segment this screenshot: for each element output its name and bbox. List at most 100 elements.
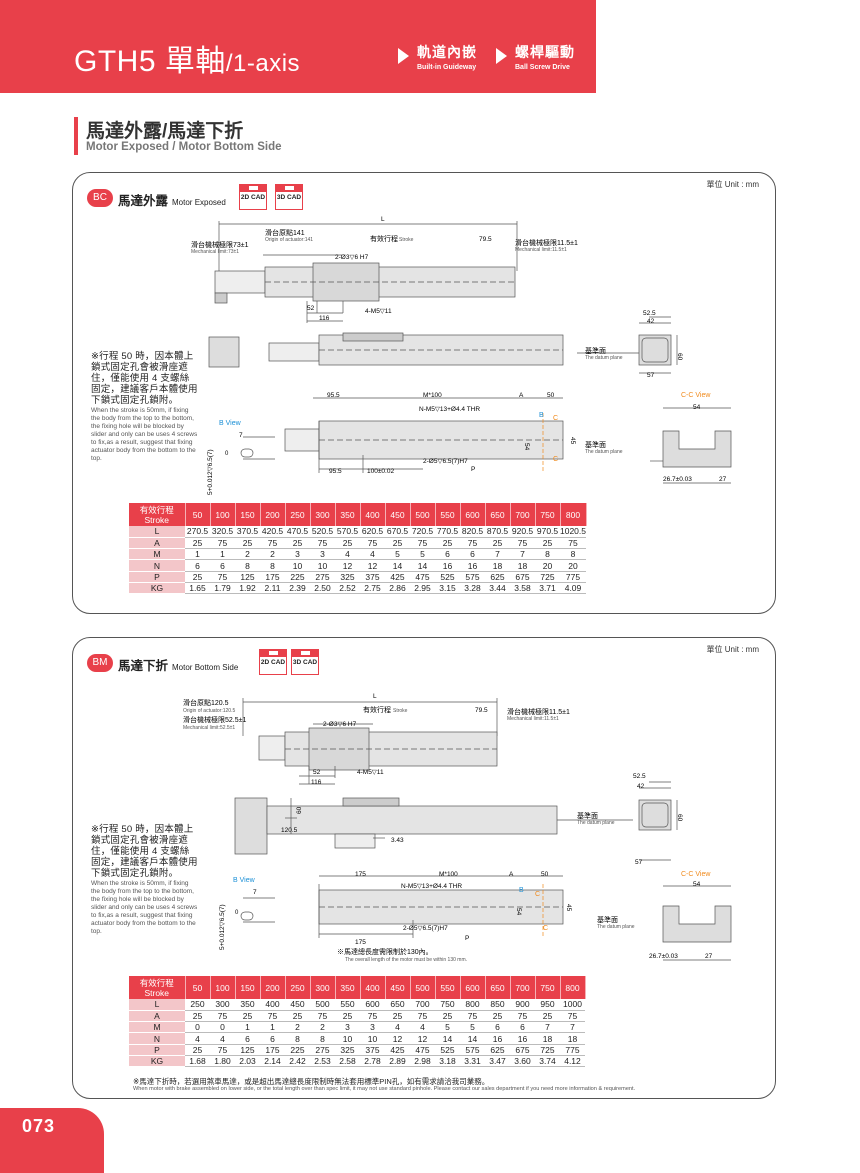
table-cell: 2 (310, 1021, 335, 1034)
dim-52: 52 (313, 769, 321, 776)
table-cell: 4.12 (560, 1055, 585, 1068)
view-C-marker-top: C (553, 415, 558, 422)
motor-length-note-en: The overall length of the motor must be … (345, 957, 467, 963)
dim-26-7: 26.7±0.03 (663, 476, 692, 483)
table-cell: 470.5 (285, 526, 310, 538)
table-cell: 3.60 (510, 1055, 535, 1068)
section-subtitle: Motor Exposed / Motor Bottom Side (86, 141, 282, 153)
table-cell: 25 (185, 537, 210, 550)
table-cell: 0 (185, 1021, 210, 1034)
table-cell: 275 (310, 1044, 335, 1056)
thread-spec: N-M5▽13+Ø4.4 THR (419, 406, 480, 413)
stroke-note-en: When the stroke is 50mm, if fixing the b… (91, 407, 198, 462)
stroke-note: ※行程 50 時，因本體上鎖式固定孔會被滑座遮住，僅能使用 4 支螺絲固定，建議… (91, 824, 199, 936)
stroke-note: ※行程 50 時，因本體上鎖式固定孔會被滑座遮住，僅能使用 4 支螺絲固定，建議… (91, 351, 199, 463)
table-cell: 4 (385, 1021, 410, 1034)
table-cell: 450 (285, 999, 310, 1011)
row-header: A (129, 537, 185, 550)
table-cell: 14 (410, 559, 435, 572)
table-cell: 25 (435, 537, 460, 550)
table-cell: 1.79 (210, 582, 235, 595)
table-cell: 75 (560, 537, 586, 550)
table-cell: 2.78 (360, 1055, 385, 1068)
stroke-note-zh: ※行程 50 時，因本體上鎖式固定孔會被滑座遮住，僅能使用 4 支螺絲固定，建議… (91, 824, 198, 879)
table-cell: 18 (560, 1032, 585, 1045)
table-cell: 725 (535, 1044, 560, 1056)
hole-spec-top: 2-Ø3▽6 H7 (323, 721, 357, 728)
table-cell: 425 (385, 1044, 410, 1056)
dim-0: 0 (235, 910, 239, 916)
panel-title-zh: 馬達下折 (118, 659, 169, 673)
cad-3d-button[interactable]: 3D CAD (275, 184, 303, 210)
cad-2d-button[interactable]: 2D CAD (239, 184, 267, 210)
dim-L: L (381, 216, 385, 223)
table-cell: 3.44 (485, 582, 510, 595)
table-cell: 2 (285, 1021, 310, 1034)
datum-label-en: The datum plane (577, 820, 615, 826)
stroke-col-header: 750 (535, 976, 561, 999)
thread-spec: N-M5▽13+Ø4.4 THR (401, 883, 462, 890)
datum-label-cc-en: The datum plane (597, 924, 635, 930)
table-cell: 7 (485, 548, 510, 561)
table-cell: 575 (460, 1044, 485, 1056)
tag-guideway-en: Built-in Guideway (417, 64, 477, 71)
dim-45: 45 (569, 437, 576, 445)
table-cell: 25 (185, 1044, 210, 1056)
folder-icon (260, 650, 286, 657)
table-cell: 12 (410, 1032, 435, 1045)
mech-limit-right-en: Mechanical limit:11.5±1 (515, 247, 567, 253)
table-cell: 175 (260, 571, 285, 583)
table-cell: 2.52 (335, 582, 360, 595)
table-cell: 10 (310, 559, 335, 572)
dim-50: 50 (547, 392, 555, 399)
table-cell: 270.5 (185, 526, 210, 538)
table-cell: 820.5 (460, 526, 485, 538)
stroke-header-en: Stroke (144, 987, 170, 998)
table-cell: 1.80 (210, 1055, 235, 1068)
cad-3d-button[interactable]: 3D CAD (291, 649, 319, 675)
table-cell: 475 (410, 571, 435, 583)
stroke-col-header: 100 (210, 976, 236, 999)
table-cell: 375 (360, 1044, 385, 1056)
table-cell: 625 (485, 1044, 510, 1056)
dim-27: 27 (719, 476, 727, 483)
stroke-col-header: 250 (285, 976, 311, 999)
table-cell: 125 (235, 1044, 260, 1056)
stroke-col-header: 300 (310, 976, 336, 999)
dim-42: 42 (637, 783, 645, 790)
table-cell: 770.5 (435, 526, 460, 538)
dim-26-7: 26.7±0.03 (649, 953, 678, 960)
table-cell: 2.53 (310, 1055, 335, 1068)
table-cell: 25 (385, 1010, 410, 1023)
table-cell: 25 (535, 1010, 560, 1023)
table-cell: 1 (210, 548, 235, 561)
view-B-marker: B (519, 887, 524, 894)
dim-0: 0 (225, 451, 229, 457)
dim-54-cc: 54 (693, 881, 701, 888)
stroke-col-header: 550 (435, 503, 461, 526)
dim-95-5-bottom: 95.5 (329, 468, 342, 475)
table-cell: 420.5 (260, 526, 285, 538)
table-cell: 3.71 (535, 582, 560, 595)
page-title: GTH5 單軸/1-axis (74, 36, 300, 80)
page-number: 073 (22, 1116, 56, 1136)
table-cell: 375 (360, 571, 385, 583)
table-cell: 16 (460, 559, 485, 572)
table-cell: 650 (385, 999, 410, 1011)
cc-view-label: C-C View (681, 392, 711, 399)
table-cell: 325 (335, 1044, 360, 1056)
cad-2d-button[interactable]: 2D CAD (259, 649, 287, 675)
dim-79-5: 79.5 (479, 236, 492, 243)
table-cell: 275 (310, 571, 335, 583)
screw-spec: 4-M5▽11 (357, 769, 384, 776)
table-cell: 2.03 (235, 1055, 260, 1068)
dim-60: 60 (676, 814, 683, 822)
tag-ballscrew-en: Ball Screw Drive (515, 64, 570, 71)
cad-3d-label: 3D CAD (276, 194, 302, 201)
